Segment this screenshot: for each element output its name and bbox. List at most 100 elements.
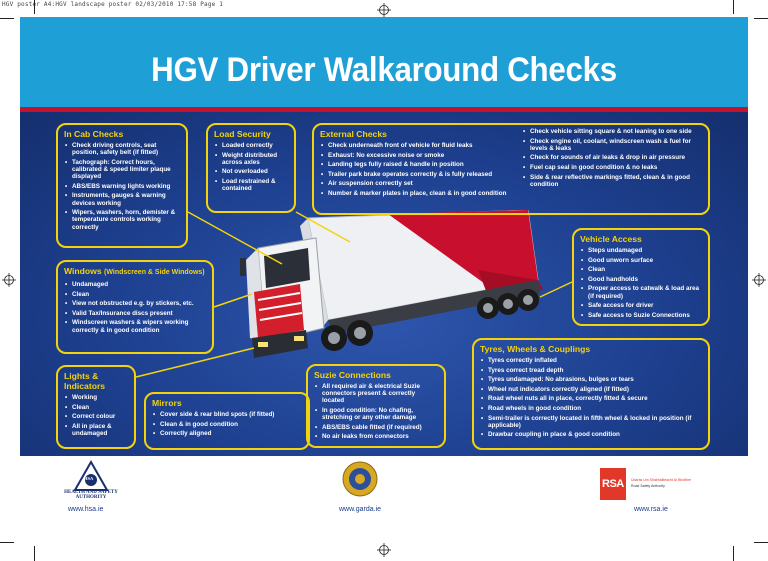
list-item: Check driving controls, seat position, s…: [64, 142, 180, 156]
registration-mark-icon: [752, 273, 766, 287]
garda-badge-icon: [342, 461, 378, 497]
list-item: Fuel cap seal in good condition & no lea…: [522, 164, 704, 171]
rsa-logo-block: [600, 468, 626, 500]
suzie-connections-box: Suzie Connections All required air & ele…: [306, 364, 446, 448]
list-item: Correct colour: [64, 413, 128, 420]
poster-header: HGV Driver Walkaround Checks: [20, 17, 748, 107]
hsa-url-link[interactable]: www.hsa.ie: [68, 506, 104, 513]
list-item: Not overloaded: [214, 168, 288, 175]
hsa-emblem-icon: [73, 459, 109, 491]
list-item: Exhaust: No excessive noise or smoke: [320, 152, 518, 159]
list-item: View not obstructed e.g. by stickers, et…: [64, 300, 206, 307]
list-item: Tyres correctly inflated: [480, 357, 702, 364]
tyres-wheels-couplings-box: Tyres, Wheels & Couplings Tyres correctl…: [472, 338, 710, 450]
windows-heading-main: Windows: [64, 266, 102, 276]
external-heading: External Checks: [320, 129, 387, 139]
list-item: Undamaged: [64, 281, 206, 288]
connector-lines: [135, 211, 573, 378]
hsa-logo-letters: HSA: [84, 476, 94, 481]
windows-heading: Windows (Windscreen & Side Windows): [64, 266, 206, 278]
list-item: Valid Tax/Insurance discs present: [64, 310, 206, 317]
windows-heading-sub: (Windscreen & Side Windows): [104, 269, 205, 276]
list-item: Instruments, gauges & warning devices wo…: [64, 192, 180, 206]
in-cab-heading: In Cab Checks: [64, 129, 124, 139]
header-divider: [20, 107, 748, 112]
list-item: Number & marker plates in place, clean &…: [320, 190, 518, 197]
hsa-logo: HSA HEALTH AND SAFETY AUTHORITY: [55, 459, 127, 504]
list-item: Good unworn surface: [580, 257, 702, 264]
suzie-heading: Suzie Connections: [314, 370, 391, 380]
crop-mark: [34, 0, 35, 14]
list-item: Safe access for driver: [580, 302, 702, 309]
checks-panel: In Cab Checks Check driving controls, se…: [20, 112, 748, 456]
list-item: Semi-trailer is correctly located in fif…: [480, 415, 702, 429]
rsa-logo-letters: RSA: [602, 478, 624, 490]
poster-title: HGV Driver Walkaround Checks: [151, 51, 617, 89]
crop-mark: [0, 542, 14, 543]
crop-mark: [733, 546, 734, 561]
crop-mark: [34, 546, 35, 561]
windows-box: Windows (Windscreen & Side Windows) Unda…: [56, 260, 214, 354]
list-item: All in place & undamaged: [64, 423, 128, 437]
list-item: ABS/EBS warning lights working: [64, 183, 180, 190]
list-item: Landing legs fully raised & handle in po…: [320, 161, 518, 168]
list-item: Proper access to catwalk & load area (if…: [580, 285, 702, 299]
load-security-box: Load Security Loaded correctly Weight di…: [206, 123, 296, 213]
truck-illustration: [238, 209, 548, 370]
list-item: Weight distributed across axles: [214, 152, 288, 166]
crop-mark: [733, 0, 734, 14]
list-item: Load restrained & contained: [214, 178, 288, 192]
rsa-tagline: Údarás Um Shábháilteacht Ar Bhóithre: [631, 478, 692, 482]
list-item: Air suspension correctly set: [320, 180, 518, 187]
lights-indicators-box: Lights & Indicators Working Clean Correc…: [56, 365, 136, 449]
list-item: Wheel nut indicators correctly aligned (…: [480, 386, 702, 393]
rsa-tagline-en: Road Safety Authority: [631, 484, 665, 488]
vehicle-access-heading: Vehicle Access: [580, 234, 642, 244]
list-item: Check for sounds of air leaks & drop in …: [522, 154, 704, 161]
rsa-logo: RSA Údarás Um Shábháilteacht Ar Bhóithre…: [600, 468, 710, 500]
list-item: Clean: [64, 404, 128, 411]
list-item: Windscreen washers & wipers working corr…: [64, 319, 206, 333]
crop-mark: [754, 542, 768, 543]
list-item: Safe access to Suzie Connections: [580, 312, 702, 319]
list-item: No air leaks from connectors: [314, 433, 438, 440]
garda-logo: [342, 460, 378, 498]
list-item: Tyres undamaged: No abrasions, bulges or…: [480, 376, 702, 383]
list-item: In good condition: No chafing, stretchin…: [314, 407, 438, 421]
list-item: ABS/EBS cable fitted (if required): [314, 424, 438, 431]
garda-url-link[interactable]: www.garda.ie: [339, 506, 382, 513]
list-item: Tyres correct tread depth: [480, 367, 702, 374]
registration-mark-icon: [2, 273, 16, 287]
list-item: Tachograph: Correct hours, calibrated & …: [64, 159, 180, 181]
list-item: Trailer park brake operates correctly & …: [320, 171, 518, 178]
list-item: Clean & in good condition: [152, 421, 302, 428]
lights-heading: Lights & Indicators: [64, 371, 106, 391]
list-item: Steps undamaged: [580, 247, 702, 254]
mirrors-box: Mirrors Cover side & rear blind spots (i…: [144, 392, 310, 450]
list-item: Check vehicle sitting square & not leani…: [522, 128, 704, 135]
hsa-logo-text: HEALTH AND SAFETY AUTHORITY: [64, 490, 118, 500]
external-checks-box: External Checks Check underneath front o…: [312, 123, 710, 215]
registration-mark-icon: [377, 543, 391, 557]
list-item: Working: [64, 394, 128, 401]
in-cab-checks-box: In Cab Checks Check driving controls, se…: [56, 123, 188, 248]
mirrors-heading: Mirrors: [152, 398, 182, 408]
list-item: Correctly aligned: [152, 430, 302, 437]
list-item: Clean: [580, 266, 702, 273]
list-item: Road wheels in good condition: [480, 405, 702, 412]
list-item: Clean: [64, 291, 206, 298]
list-item: Wipers, washers, horn, demister & temper…: [64, 209, 180, 231]
tyres-heading: Tyres, Wheels & Couplings: [480, 344, 591, 354]
list-item: Drawbar coupling in place & good conditi…: [480, 431, 702, 438]
registration-mark-icon: [377, 3, 391, 17]
print-header: HGV poster A4:HGV landscape poster 02/03…: [2, 1, 224, 8]
crop-mark: [754, 18, 768, 19]
crop-mark: [0, 18, 14, 19]
list-item: Side & rear reflective markings fitted, …: [522, 174, 704, 188]
list-item: Check underneath front of vehicle for fl…: [320, 142, 518, 149]
rsa-url-link[interactable]: www.rsa.ie: [634, 506, 668, 513]
list-item: Check engine oil, coolant, windscreen wa…: [522, 138, 704, 152]
list-item: Good handholds: [580, 276, 702, 283]
list-item: Cover side & rear blind spots (if fitted…: [152, 411, 302, 418]
vehicle-access-box: Vehicle Access Steps undamaged Good unwo…: [572, 228, 710, 326]
